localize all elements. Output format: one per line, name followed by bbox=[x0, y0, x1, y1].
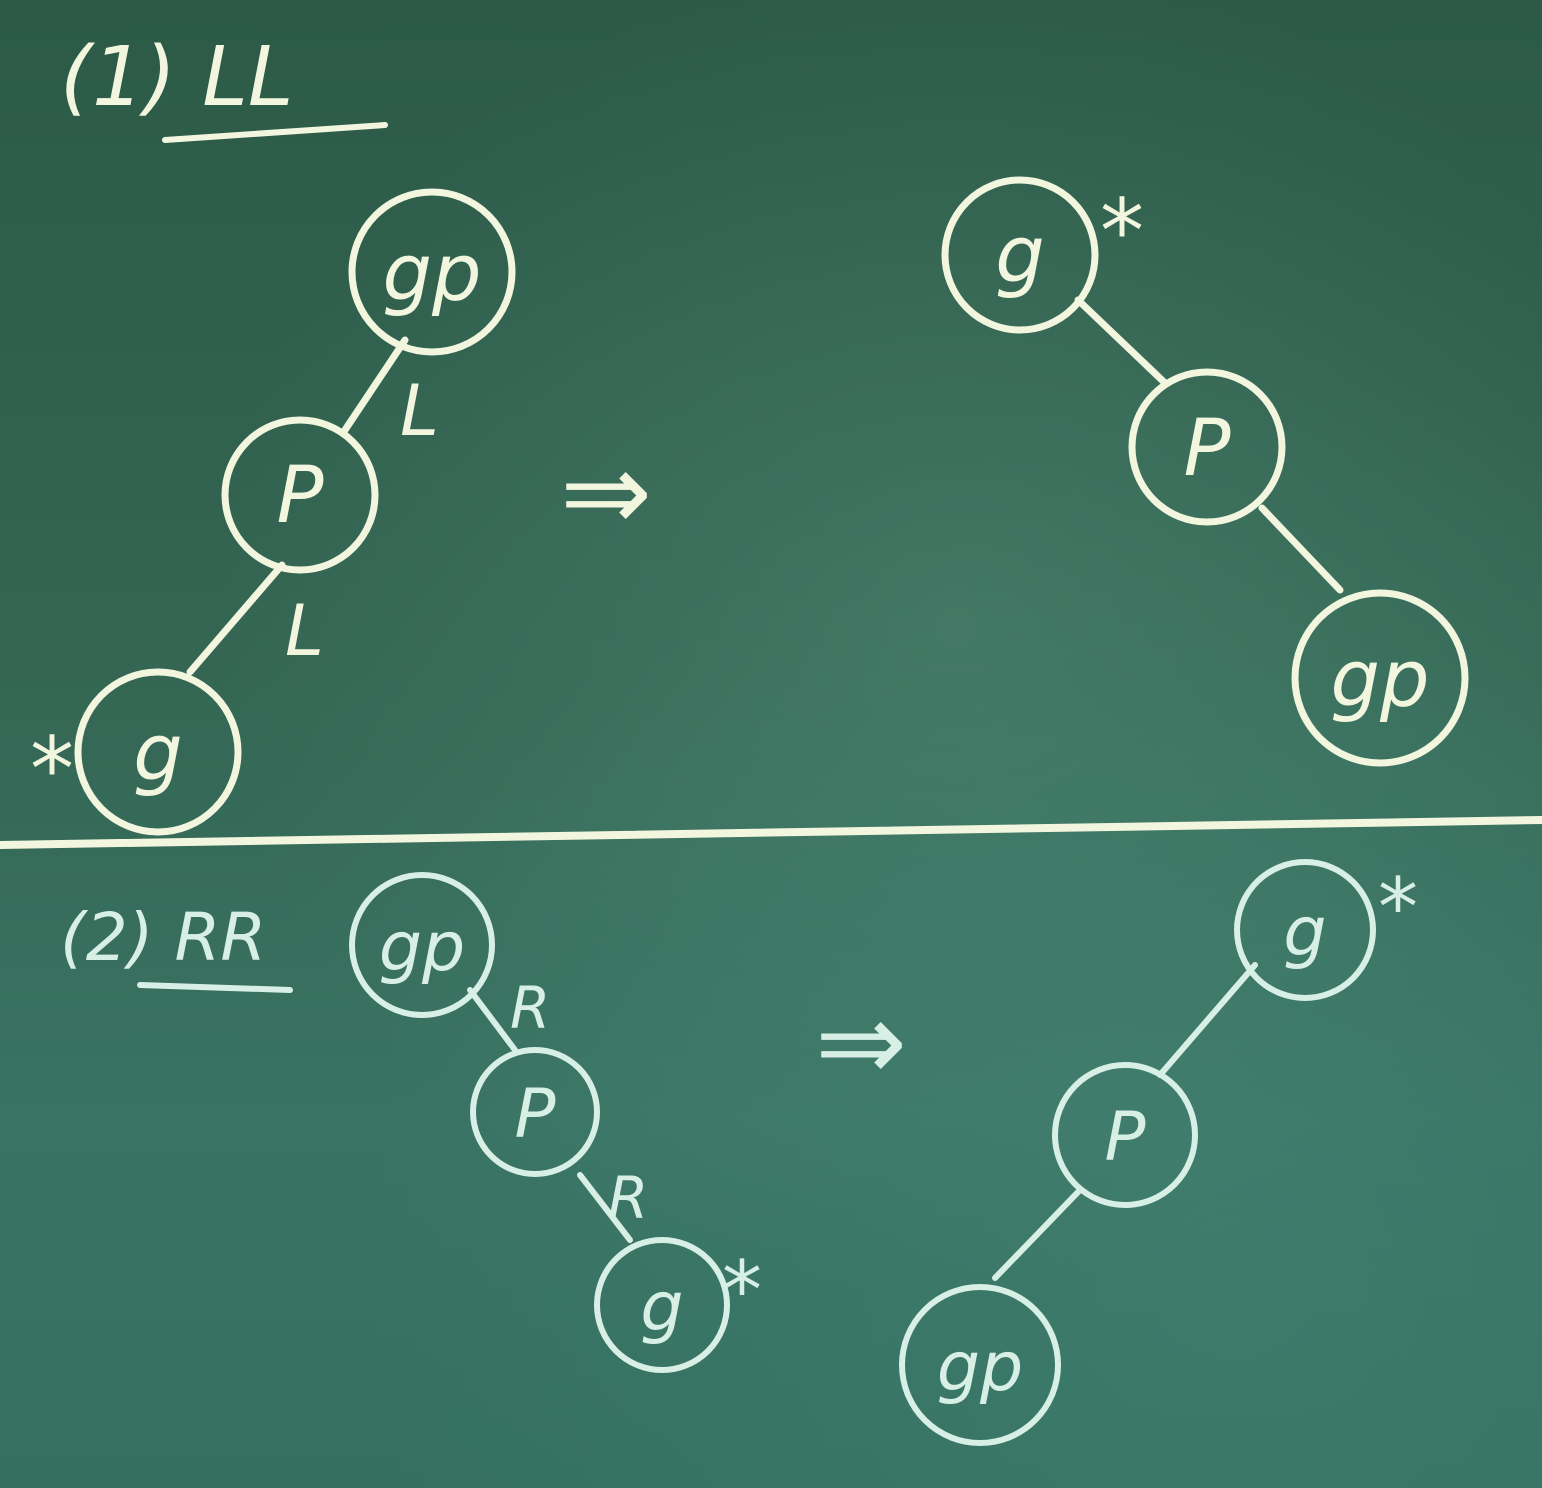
node-label: gp bbox=[1330, 635, 1429, 725]
tree-node-g: g bbox=[594, 1237, 730, 1373]
node-label: P bbox=[514, 1075, 555, 1154]
star-marker: * bbox=[722, 1244, 762, 1337]
star-marker: * bbox=[1100, 180, 1144, 283]
tree-node-g: g bbox=[941, 176, 1099, 334]
tree-node-gp: gp bbox=[348, 188, 516, 356]
node-label: g bbox=[995, 211, 1045, 301]
tree-node-gp: gp bbox=[1291, 589, 1469, 767]
tree-node-p: P bbox=[470, 1047, 600, 1177]
ll-before-tree: gp P g L L * bbox=[30, 188, 516, 836]
edge-label: R bbox=[608, 1164, 648, 1232]
edge-label: L bbox=[400, 370, 439, 452]
node-label: g bbox=[1283, 893, 1326, 972]
heading-underline bbox=[162, 122, 388, 143]
rr-before-tree: gp P g R R * bbox=[349, 872, 762, 1373]
node-label: gp bbox=[382, 229, 481, 319]
tree-node-g: g bbox=[74, 668, 242, 836]
tree-node-p: P bbox=[1128, 368, 1286, 526]
edge-label: L bbox=[285, 590, 324, 672]
tree-edge bbox=[1258, 504, 1344, 594]
tree-edge bbox=[341, 336, 409, 434]
node-label: gp bbox=[937, 1328, 1023, 1407]
node-label: g bbox=[640, 1268, 683, 1347]
tree-edge bbox=[186, 561, 286, 676]
star-marker: * bbox=[30, 718, 74, 821]
node-label: gp bbox=[379, 908, 465, 987]
tree-edge bbox=[992, 1187, 1083, 1281]
node-label: P bbox=[276, 451, 323, 541]
tree-edge bbox=[467, 987, 518, 1053]
section-ll: (1) LL gp P g L L * ⇒ bbox=[30, 30, 1469, 836]
section-heading: (2) RR bbox=[60, 899, 266, 976]
node-label: g bbox=[133, 709, 183, 799]
node-label: P bbox=[1183, 404, 1230, 494]
tree-edge bbox=[1074, 296, 1169, 387]
tree-edge bbox=[1157, 962, 1258, 1078]
ll-after-tree: g P gp * bbox=[941, 176, 1469, 767]
section-heading: (1) LL bbox=[60, 30, 294, 125]
section-rr: (2) RR gp P g R R * ⇒ bbox=[60, 859, 1418, 1446]
heading-underline bbox=[137, 982, 293, 993]
node-label: P bbox=[1104, 1098, 1145, 1177]
tree-edge bbox=[577, 1172, 633, 1243]
rr-after-tree: g P gp * bbox=[899, 859, 1418, 1446]
tree-node-p: P bbox=[221, 416, 379, 574]
transform-arrow: ⇒ bbox=[560, 428, 652, 556]
edge-label: R bbox=[510, 974, 550, 1042]
tree-node-g: g bbox=[1234, 859, 1376, 1001]
tree-node-gp: gp bbox=[899, 1284, 1061, 1446]
transform-arrow: ⇒ bbox=[815, 978, 907, 1106]
tree-node-gp: gp bbox=[349, 872, 495, 1018]
section-divider bbox=[0, 816, 1542, 849]
star-marker: * bbox=[1378, 861, 1418, 954]
tree-node-p: P bbox=[1052, 1062, 1198, 1208]
